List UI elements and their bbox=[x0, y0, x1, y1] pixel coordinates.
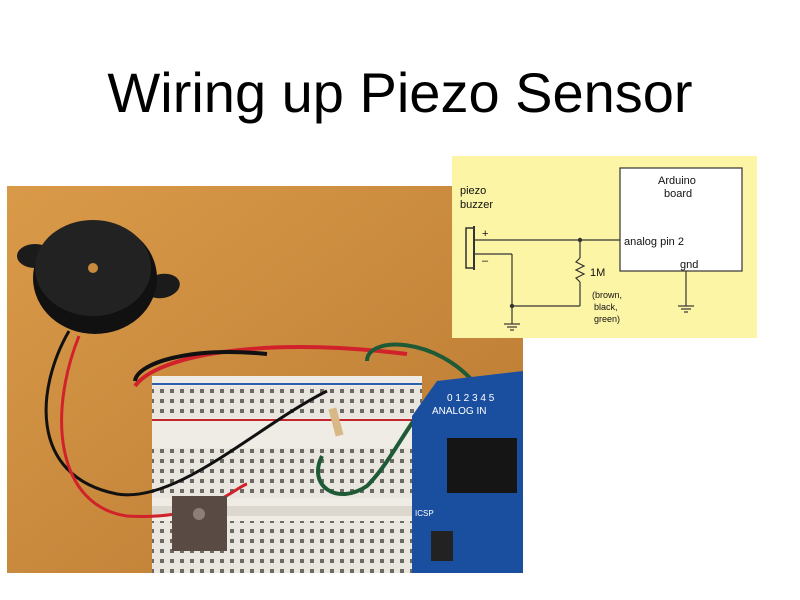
slide-title: Wiring up Piezo Sensor bbox=[107, 61, 693, 124]
piezo-buzzer bbox=[17, 220, 180, 334]
board-label: board bbox=[664, 188, 692, 200]
board-text-icsp: ICSP bbox=[415, 509, 434, 518]
board-text-pins: 0 1 2 3 4 5 bbox=[447, 393, 495, 404]
analog-pin-label: analog pin 2 bbox=[624, 236, 684, 248]
color-code-line-2: black, bbox=[594, 302, 618, 312]
regulator bbox=[172, 496, 227, 551]
color-code-line-1: (brown, bbox=[592, 290, 622, 300]
arduino-box bbox=[619, 167, 743, 272]
resistor-value: 1M bbox=[590, 267, 605, 279]
buzzer-label: buzzer bbox=[460, 199, 493, 211]
piezo-label: piezo bbox=[460, 185, 486, 197]
board-text-analog: ANALOG IN bbox=[432, 406, 486, 417]
color-code-line-3: green) bbox=[594, 314, 620, 324]
circuit-schematic: piezo buzzer + – 1M (brown, black, green… bbox=[452, 156, 757, 338]
gnd-label: gnd bbox=[680, 259, 698, 271]
arduino-label: Arduino bbox=[658, 175, 696, 187]
arduino-board: ANALOG IN 0 1 2 3 4 5 ICSP bbox=[412, 371, 523, 573]
resistor-symbol bbox=[574, 257, 586, 283]
minus-sign: – bbox=[482, 255, 489, 267]
junction-dot bbox=[577, 237, 583, 243]
breadboard-photo: ANALOG IN 0 1 2 3 4 5 ICSP bbox=[7, 186, 523, 573]
plus-sign: + bbox=[482, 228, 488, 240]
